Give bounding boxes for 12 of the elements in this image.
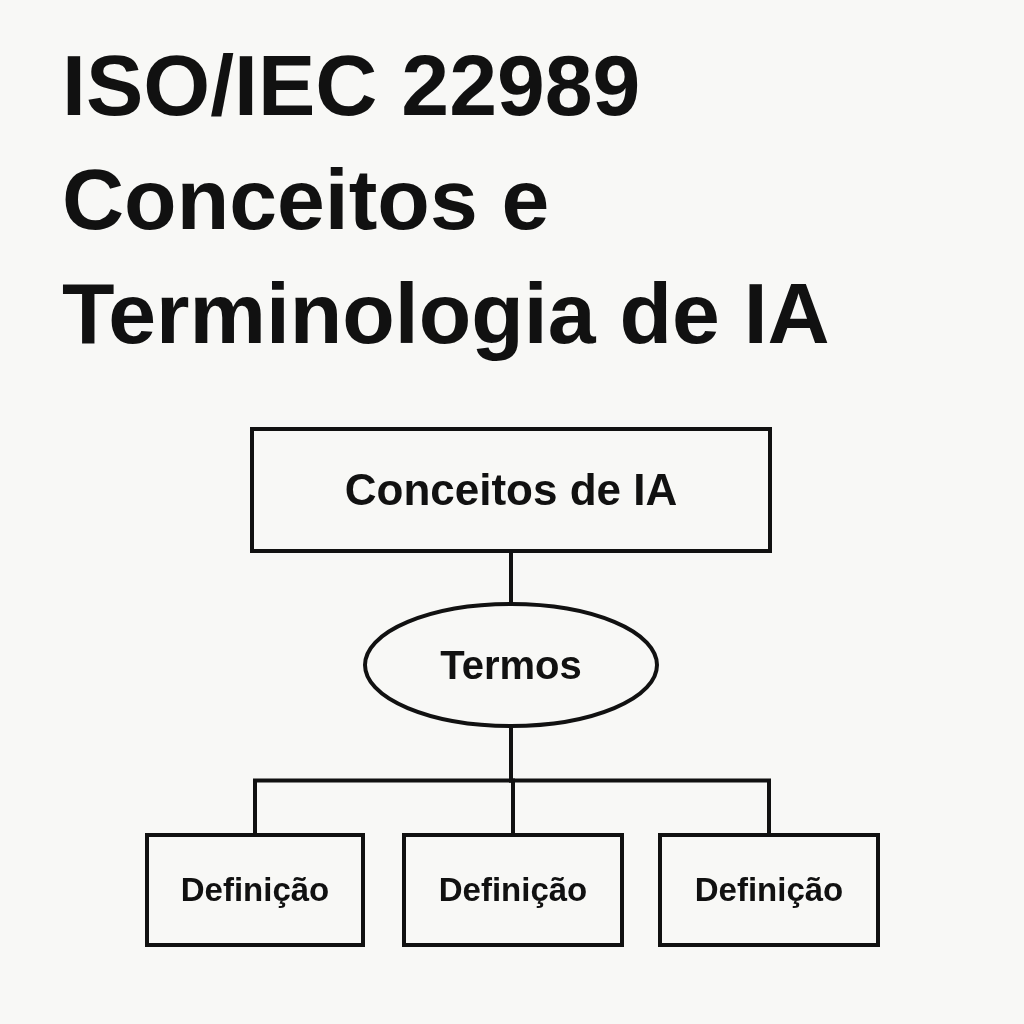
connector-line [509, 553, 513, 602]
node-label: Termos [440, 642, 582, 688]
node-label: Definição [694, 871, 844, 909]
title: ISO/IEC 22989 Conceitos e Terminologia de IA [62, 36, 831, 363]
concept-box [145, 833, 365, 947]
node-label: Definição [438, 871, 588, 909]
concept-box [402, 833, 624, 947]
node-label: Definição [180, 871, 330, 909]
concept-box [250, 427, 772, 553]
term-ellipse [363, 602, 659, 728]
node-label: Conceitos de IA [344, 465, 678, 515]
concept-box [658, 833, 880, 947]
